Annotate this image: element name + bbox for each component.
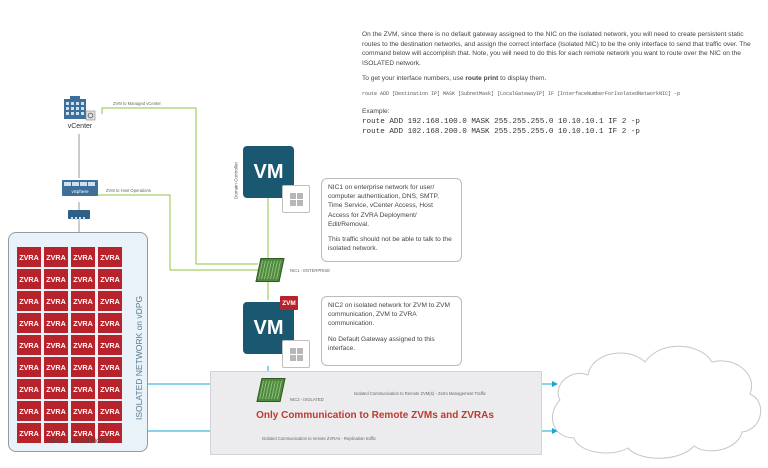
vra-tile: ZVRA <box>17 335 41 355</box>
vra-tile: ZVRA <box>17 401 41 421</box>
vra-tile: ZVRA <box>17 357 41 377</box>
cloud-shape <box>552 345 762 459</box>
vra-tile: ZVRA <box>98 291 122 311</box>
vra-tile: ZVRA <box>44 269 68 289</box>
nic1-label: NIC1 - ENTERPRISE <box>290 268 331 273</box>
vra-tile: ZVRA <box>17 313 41 333</box>
vra-tile: ZVRA <box>44 423 68 443</box>
route-syntax: route ADD [Destination IP] MASK [SubnetM… <box>362 90 681 97</box>
vra-tile: ZVRA <box>98 357 122 377</box>
vra-tile: ZVRA <box>44 357 68 377</box>
vcenter-label: vCenter <box>67 123 93 130</box>
vras-per-host-label: VRAs – 1 PER HOST <box>46 438 110 445</box>
nic1-callout: NIC1 on enterprise network for user/ com… <box>321 178 462 262</box>
zvm-to-vcenter-label: ZVM to Managed vCenter <box>113 101 161 106</box>
vsphere-enterprise-line <box>96 194 258 271</box>
windows-icon <box>282 340 310 368</box>
vra-tile: ZVRA <box>98 423 122 443</box>
vra-tile: ZVRA <box>17 247 41 267</box>
vra-tile: ZVRA <box>44 291 68 311</box>
isolated-network-label: ISOLATED NETWORK on vDPG <box>134 295 144 420</box>
vra-tile: ZVRA <box>17 423 41 443</box>
vra-tile: ZVRA <box>98 313 122 333</box>
vra-tile: ZVRA <box>71 401 95 421</box>
vra-tile: ZVRA <box>17 291 41 311</box>
zvm-vm: VM <box>243 302 294 354</box>
example-label: Example: <box>362 107 390 115</box>
vra-traffic-arrow <box>552 428 558 434</box>
vra-tile: ZVRA <box>98 247 122 267</box>
nic1-card-icon <box>255 258 285 282</box>
zvm-traffic-arrow <box>552 381 558 387</box>
nic1-callout-text1: NIC1 on enterprise network for user/ com… <box>328 184 439 228</box>
nic2-card-icon <box>256 378 286 402</box>
vra-tile: ZVRA <box>17 379 41 399</box>
vra-tile: ZVRA <box>71 269 95 289</box>
vra-tile: ZVRA <box>98 335 122 355</box>
zvm-to-host-label: ZVM to Host Operations <box>106 188 151 193</box>
vra-tile: ZVRA <box>44 379 68 399</box>
vra-tile: ZVRA <box>98 401 122 421</box>
nic2-callout-text1: NIC2 on isolated network for ZVM to ZVM … <box>328 302 451 328</box>
vra-tile: ZVRA <box>44 313 68 333</box>
vra-tile: ZVRA <box>71 335 95 355</box>
instructions-para2: To get your interface numbers, use route… <box>362 75 547 83</box>
vra-tile: ZVRA <box>71 379 95 399</box>
vra-tile: ZVRA <box>17 269 41 289</box>
zvm-badge: ZVM <box>280 296 298 310</box>
domain-controller-vm: VM <box>243 146 294 198</box>
zvm-traffic-label: Isolated Communication to Remote ZVM(s) … <box>354 391 486 396</box>
vra-tile: ZVRA <box>98 379 122 399</box>
vcenter-icon <box>62 96 96 122</box>
host-server-icon <box>68 210 90 220</box>
vra-tile: ZVRA <box>44 401 68 421</box>
vra-tile: ZVRA <box>44 247 68 267</box>
example-command-2: route ADD 102.168.200.0 MASK 255.255.255… <box>362 128 640 137</box>
nic2-label: NIC2 - ISOLATED <box>290 397 324 402</box>
vra-tile: ZVRA <box>71 423 95 443</box>
nic2-callout-text2: No Default Gateway assigned to this inte… <box>328 335 435 352</box>
vra-tile: ZVRA <box>44 335 68 355</box>
vra-tile: ZVRA <box>98 269 122 289</box>
vra-tile: ZVRA <box>71 313 95 333</box>
nic2-callout: NIC2 on isolated network for ZVM to ZVM … <box>321 296 462 366</box>
windows-icon <box>282 185 310 213</box>
isolated-network-label-container: ISOLATED NETWORK on vDPG <box>124 295 154 420</box>
vsphere-label: vSphere <box>71 189 89 194</box>
instructions-para1: On the ZVM, since there is no default ga… <box>362 31 751 67</box>
vra-tile: ZVRA <box>71 291 95 311</box>
vsphere-icon <box>62 180 98 196</box>
route-instructions: On the ZVM, since there is no default ga… <box>362 30 754 137</box>
example-command-1: route ADD 192.168.100.0 MASK 255.255.255… <box>362 118 640 127</box>
vra-tile: ZVRA <box>71 247 95 267</box>
vra-tile: ZVRA <box>71 357 95 377</box>
only-communication-title: Only Communication to Remote ZVMs and ZV… <box>256 410 494 421</box>
vra-traffic-label: Isolated Communication to remote ZVRAs -… <box>262 436 376 441</box>
nic1-callout-text2: This traffic should not be able to talk … <box>328 236 452 253</box>
vcenter-enterprise-line <box>101 107 258 265</box>
